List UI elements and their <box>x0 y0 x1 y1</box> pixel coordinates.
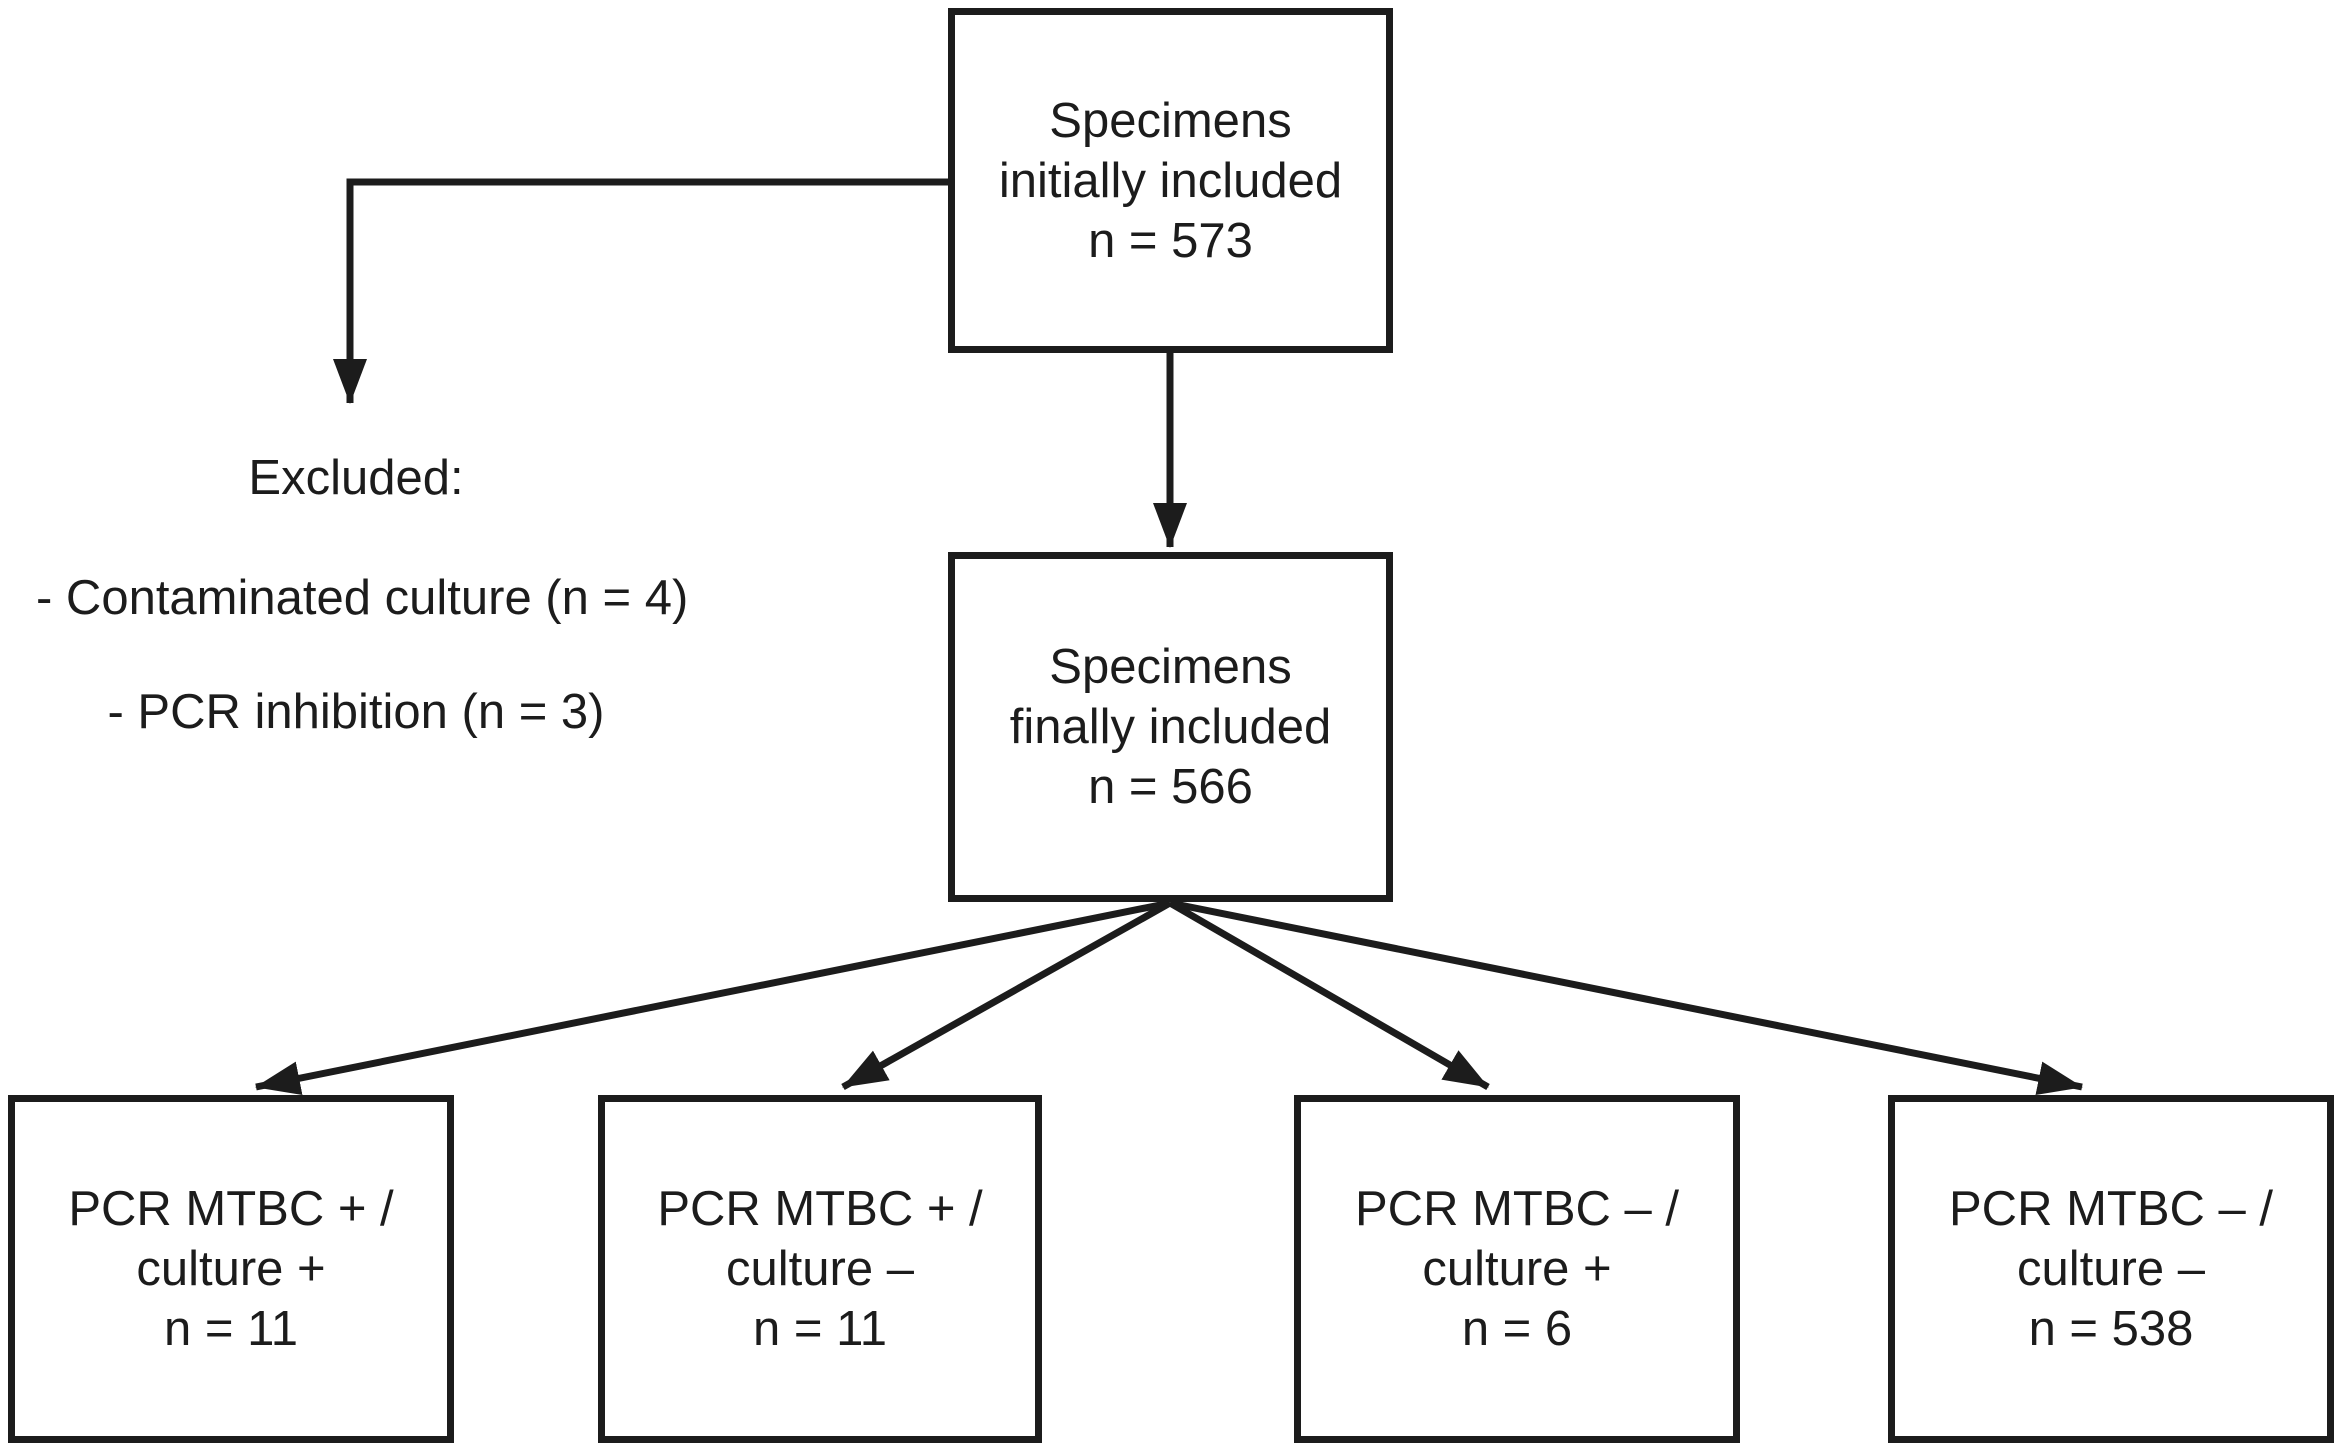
arrow-final-to-outcome-4 <box>1169 899 2083 1095</box>
box-line: culture + <box>1422 1242 1612 1296</box>
box-count: n = 11 <box>164 1302 298 1356</box>
box-line: PCR MTBC – / <box>1949 1182 2273 1236</box>
box-line: Specimens <box>1049 93 1292 148</box>
box-count: n = 6 <box>1461 1302 1573 1356</box>
box-pcr-neg-culture-neg: PCR MTBC – / culture – n = 538 <box>1888 1095 2334 1443</box>
box-pcr-pos-culture-neg: PCR MTBC + / culture – n = 11 <box>598 1095 1042 1443</box>
excluded-item-contaminated-culture: - Contaminated culture (n = 4) <box>36 571 689 625</box>
excluded-item-pcr-inhibition: - PCR inhibition (n = 3) <box>107 685 605 739</box>
box-specimens-finally-included: Specimens finally included n = 566 <box>948 552 1393 902</box>
arrow-final-to-outcome-2 <box>841 899 1172 1091</box>
box-line: Specimens <box>1049 640 1292 694</box>
arrow-final-to-outcome-3 <box>1168 899 1490 1091</box>
box-specimens-initially-included: Specimens initially included n = 573 <box>948 8 1393 353</box>
box-count: n = 573 <box>1088 213 1253 268</box>
box-count: n = 566 <box>1088 760 1253 814</box>
box-count: n = 11 <box>753 1302 887 1356</box>
box-pcr-pos-culture-pos: PCR MTBC + / culture + n = 11 <box>8 1095 454 1443</box>
box-line: culture – <box>726 1242 914 1296</box>
box-line: culture – <box>2017 1242 2205 1296</box>
box-line: culture + <box>136 1242 326 1296</box>
arrow-final-to-outcome-1 <box>255 899 1171 1095</box>
box-line: PCR MTBC – / <box>1355 1182 1679 1236</box>
box-line: initially included <box>998 153 1343 208</box>
box-count: n = 538 <box>2028 1302 2194 1356</box>
box-pcr-neg-culture-pos: PCR MTBC – / culture + n = 6 <box>1294 1095 1740 1443</box>
box-line: finally included <box>1009 700 1332 754</box>
box-line: PCR MTBC + / <box>68 1182 394 1236</box>
excluded-heading: Excluded: <box>248 451 464 505</box>
box-line: PCR MTBC + / <box>657 1182 983 1236</box>
arrow-initial-to-excluded <box>333 178 948 404</box>
